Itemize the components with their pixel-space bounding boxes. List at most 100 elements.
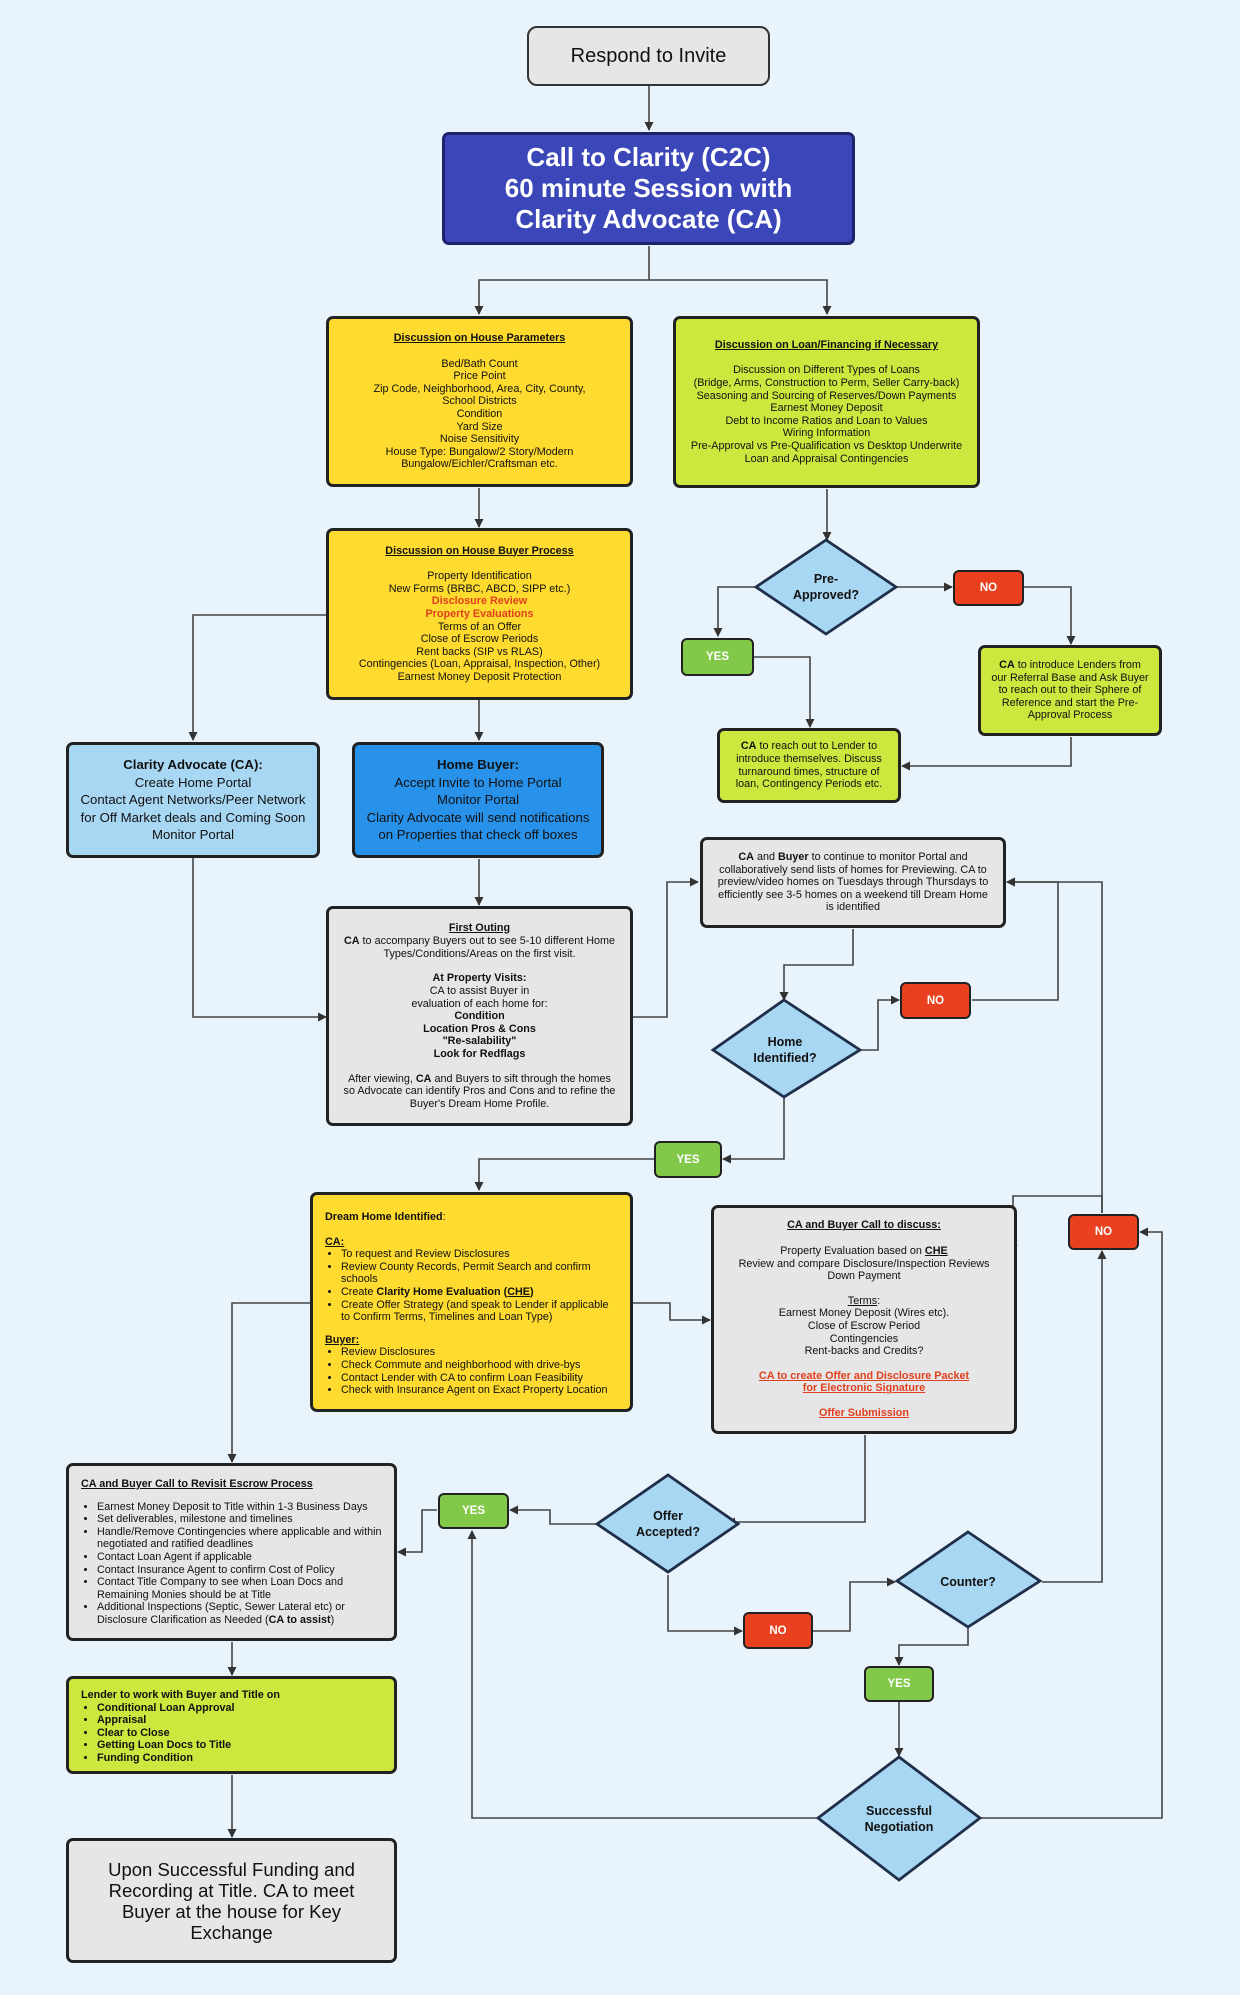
loan-item: Discussion on Different Types of Loans xyxy=(733,364,920,377)
pre-approved-question: Pre- Approved? xyxy=(771,566,881,608)
escrow-task: Handle/Remove Contingencies where applic… xyxy=(97,1526,382,1551)
house-param-item: Zip Code, Neighborhood, Area, City, Coun… xyxy=(373,382,586,395)
no-label: NO xyxy=(926,994,945,1007)
loan-item: Loan and Appraisal Contingencies xyxy=(744,452,909,465)
visit-bold-line: "Re-salability" xyxy=(442,1035,517,1048)
arrow-no-to-ca-lenders xyxy=(1024,586,1076,645)
call-line: Down Payment xyxy=(827,1270,901,1283)
ca-introduce-lenders-node: CA to introduce Lenders from our Referra… xyxy=(978,645,1162,736)
process-item: Property Identification xyxy=(427,570,532,583)
respond-to-invite-label: Respond to Invite xyxy=(570,44,727,67)
process-item-disclosure-review: Disclosure Review xyxy=(431,595,528,608)
visit-line: evaluation of each home for: xyxy=(411,997,548,1010)
house-buyer-process-title: Discussion on House Buyer Process xyxy=(385,544,574,557)
process-item-property-evaluations: Property Evaluations xyxy=(425,607,534,620)
arrow-home-identified-to-yes xyxy=(722,1097,785,1164)
arrow-counter-to-yes xyxy=(894,1626,969,1666)
terms-heading: Terms: xyxy=(848,1295,880,1308)
dream-home-heading: Dream Home Identified: xyxy=(325,1211,446,1224)
arrow-ca-lenders-to-ca-reach xyxy=(901,737,1072,771)
clarity-advocate-line: Create Home Portal xyxy=(134,774,252,790)
house-param-item: Price Point xyxy=(453,370,506,383)
clarity-advocate-line: for Off Market deals and Coming Soon xyxy=(80,809,306,825)
ca-reach-lender-body: to reach out to Lender to introduce them… xyxy=(735,740,883,791)
call-to-clarity-node: Call to Clarity (C2C) 60 minute Session … xyxy=(442,132,855,245)
diamond-pre-approved xyxy=(753,538,899,636)
buyer-bold: Buyer xyxy=(777,851,809,864)
yes-label: YES xyxy=(887,1678,911,1690)
arrow-outing-to-monitor xyxy=(633,877,699,1018)
pre-approved-yes-badge: YES xyxy=(681,638,754,676)
pre-approved-line-1: Pre- xyxy=(813,572,839,586)
monitor-portal-node: CA and Buyer to continue to monitor Port… xyxy=(700,837,1006,928)
ca-to-assist: CA to assist xyxy=(268,1613,331,1626)
house-param-item: Bungalow/Eichler/Craftsman etc. xyxy=(401,458,558,471)
home-buyer-line: Clarity Advocate will send notifications xyxy=(366,809,590,825)
final-key-exchange-text: Upon Successful Funding and Recording at… xyxy=(108,1858,355,1943)
process-item: Contingencies (Loan, Appraisal, Inspecti… xyxy=(358,658,601,671)
close-paren: ) xyxy=(330,1613,335,1626)
ca-bold: CA xyxy=(740,740,757,753)
clarity-advocate-title: Clarity Advocate (CA): xyxy=(123,757,263,773)
arrow-dream-home-to-escrow xyxy=(227,1302,310,1463)
lender-task: Conditional Loan Approval xyxy=(97,1702,235,1715)
yes-label: YES xyxy=(676,1153,700,1166)
home-identified-yes-badge: YES xyxy=(654,1141,722,1178)
terms-line: Rent-backs and Credits? xyxy=(804,1345,924,1358)
lender-task: Getting Loan Docs to Title xyxy=(97,1739,235,1752)
electronic-signature-line: for Electronic Signature xyxy=(802,1382,926,1395)
loan-item: (Bridge, Arms, Construction to Perm, Sel… xyxy=(693,377,960,390)
buyer-task: Check Commute and neighborhood with driv… xyxy=(341,1359,607,1372)
arrow-dream-home-to-call xyxy=(633,1302,711,1325)
ca-task: To request and Review Disclosures xyxy=(341,1248,618,1261)
buyer-task: Review Disclosures xyxy=(341,1346,607,1359)
monitor-portal-body: to continue to monitor Portal and collab… xyxy=(717,851,989,914)
arrow-c2c-to-loan xyxy=(649,279,832,315)
process-item: Rent backs (SIP vs RLAS) xyxy=(416,645,543,658)
colon: : xyxy=(877,1294,881,1307)
escrow-process-node: CA and Buyer Call to Revisit Escrow Proc… xyxy=(66,1463,397,1641)
home-buyer-title: Home Buyer: xyxy=(436,757,520,773)
final-key-exchange-node: Upon Successful Funding and Recording at… xyxy=(66,1838,397,1963)
loan-item: Wiring Information xyxy=(782,427,871,440)
loan-item: Seasoning and Sourcing of Reserves/Down … xyxy=(696,389,957,402)
pre-approved-line-2: Approved? xyxy=(793,588,859,602)
home-buyer-line: Monitor Portal xyxy=(436,792,520,808)
successful-line-1: Successful xyxy=(865,1804,932,1818)
lender-title-heading: Lender to work with Buyer and Title on xyxy=(81,1689,280,1701)
c2c-line-2: 60 minute Session with xyxy=(504,173,793,203)
house-param-item: House Type: Bungalow/2 Story/Modern xyxy=(385,445,574,458)
arrow-offer-to-yes xyxy=(509,1505,597,1525)
visit-line: CA to assist Buyer in xyxy=(429,985,530,998)
pre-approved-no-badge: NO xyxy=(953,570,1024,606)
arrow-monitor-to-home-identified xyxy=(779,929,854,1001)
process-item: Earnest Money Deposit Protection xyxy=(397,670,562,683)
arrow-preapproved-to-yes xyxy=(713,586,756,637)
diamond-offer-accepted xyxy=(594,1473,741,1574)
diamond-home-identified xyxy=(710,998,863,1099)
buyer-task: Check with Insurance Agent on Exact Prop… xyxy=(341,1384,607,1397)
terms-line: Earnest Money Deposit (Wires etc). xyxy=(778,1307,950,1320)
arrow-process-to-clarity-advocate xyxy=(188,614,327,741)
loan-item: Debt to Income Ratios and Loan to Values xyxy=(725,414,928,427)
property-evaluation-text: Property Evaluation based on xyxy=(780,1245,925,1258)
ca-task-list: To request and Review Disclosures Review… xyxy=(325,1248,618,1324)
ca-bold: CA xyxy=(738,851,754,864)
after-viewing-body: and Buyers to sift through the homes so … xyxy=(343,1072,616,1110)
clarity-advocate-line: Monitor Portal xyxy=(151,827,235,843)
clarity-advocate-line: Contact Agent Networks/Peer Network xyxy=(80,792,306,808)
escrow-task: Contact Insurance Agent to confirm Cost … xyxy=(97,1564,382,1577)
ca-bold: CA xyxy=(415,1072,432,1085)
ca-task: Create Offer Strategy (and speak to Lend… xyxy=(341,1299,618,1324)
offer-accepted-line-2: Accepted? xyxy=(636,1525,700,1539)
colon: : xyxy=(442,1211,446,1223)
c2c-line-3: Clarity Advocate (CA) xyxy=(515,204,782,234)
offer-accepted-line-1: Offer xyxy=(653,1509,683,1523)
house-param-item: Noise Sensitivity xyxy=(439,433,520,446)
monitor-portal-text: CA and Buyer to continue to monitor Port… xyxy=(715,851,991,914)
loan-item: Earnest Money Deposit xyxy=(770,402,883,415)
counter-question: Counter? xyxy=(913,1570,1023,1594)
home-identified-line-1: Home xyxy=(767,1035,803,1049)
home-identified-question: Home Identified? xyxy=(730,1030,840,1070)
no-label: NO xyxy=(1094,1226,1113,1238)
